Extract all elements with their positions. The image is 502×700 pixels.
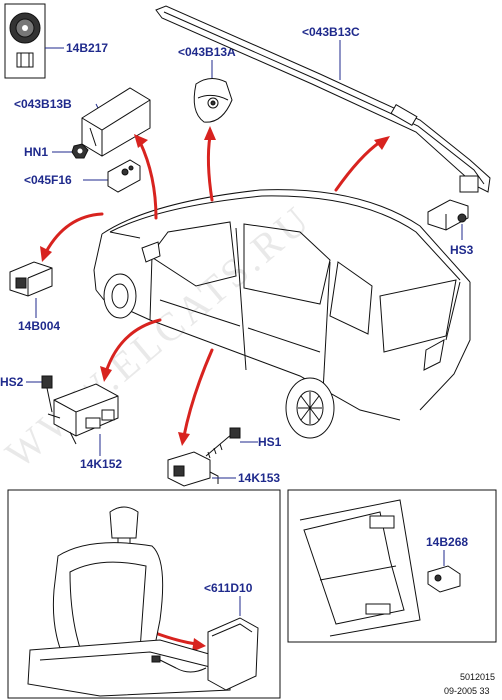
label-611d10: <611D10: [204, 581, 253, 595]
hex-nut-icon: [71, 143, 89, 159]
location-arrows: [40, 126, 390, 652]
vehicle-outline-icon: [93, 189, 471, 439]
label-14b268: 14B268: [426, 535, 468, 549]
label-043b13b: <043B13B: [14, 97, 72, 111]
bolt-hs2-icon: [41, 375, 53, 413]
passenger-airbag-module-icon: [81, 87, 151, 157]
glovebox-inset-frame: [287, 489, 497, 643]
label-hs1: HS1: [258, 435, 282, 449]
bracket-part-icon: [107, 159, 141, 193]
bolt-hs1-icon: [205, 427, 241, 459]
label-14k152: 14K152: [80, 457, 122, 471]
seat-side-airbag-module-icon: [151, 617, 259, 691]
curtain-airbag-icon: [155, 5, 491, 193]
driver-airbag-module-icon: [193, 78, 233, 123]
deactivation-switch-icon: [427, 565, 461, 593]
clockspring-part-icon: [4, 3, 46, 79]
footer-date: 09-2005 33: [444, 686, 490, 696]
seat-inset-frame: [7, 489, 281, 699]
label-hn1: HN1: [24, 145, 48, 159]
label-14k153: 14K153: [238, 471, 280, 485]
label-hs2: HS2: [0, 375, 24, 389]
seat-side-airbag-inset: [27, 506, 231, 697]
crash-sensor-14b004-icon: [9, 261, 53, 297]
side-sensor-hs3-icon: [427, 199, 469, 231]
label-hs3: HS3: [450, 243, 474, 257]
label-043b13c: <043B13C: [302, 25, 360, 39]
label-043b13a: <043B13A: [178, 45, 236, 59]
label-14b217: 14B217: [66, 41, 108, 55]
label-14b004: 14B004: [18, 319, 60, 333]
passenger-airbag-deactivation-inset: [299, 499, 421, 637]
restraint-control-module-icon: [47, 383, 119, 445]
side-sensor-14k153-icon: [167, 451, 219, 487]
footer-code: 5012015: [460, 672, 495, 682]
label-045f16: <045F16: [24, 173, 72, 187]
